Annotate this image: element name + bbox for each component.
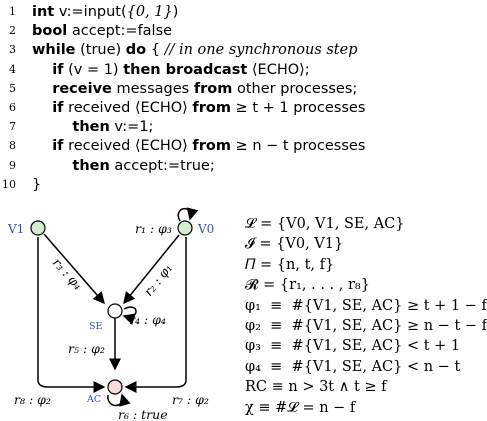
line-number: 4 (9, 62, 16, 76)
line-number: 9 (9, 158, 16, 172)
edge-label-r4: r₄ : φ₄ (129, 312, 166, 327)
code-token: (v = 1) (63, 61, 124, 78)
line-number: 2 (9, 24, 16, 38)
code-line: 8 if received ⟨ECHO⟩ from ≥ n − t proces… (0, 135, 474, 157)
node-ac (107, 379, 123, 395)
code-token: // in one synchronous step (164, 42, 358, 59)
code-token: accept:=true; (109, 157, 215, 174)
code-token: then (32, 157, 110, 174)
code-token: do (125, 42, 147, 59)
node-label-se: SE (89, 321, 103, 332)
node-v1 (30, 220, 46, 236)
definition-line: φ₁ ≡ #{V1, SE, AC} ≥ t + 1 − f (245, 297, 487, 314)
definition-line: RC ≡ n > 3t ∧ t ≥ f (245, 379, 387, 396)
code-token: v:=input( (54, 4, 127, 20)
code-line: 5 receive messages from other processes; (0, 78, 474, 100)
definition-line: φ₂ ≡ #{V1, SE, AC} ≥ n − t − f (245, 318, 487, 334)
loop-se (122, 306, 137, 325)
line-number: 1 (9, 5, 16, 18)
definition-line: χ ≡ #𝓛 = n − f (245, 399, 356, 416)
line-number: 8 (9, 139, 16, 153)
edge-v1-ac (37, 237, 106, 393)
line-number: 6 (9, 101, 16, 114)
code-token: received ⟨ECHO⟩ (63, 138, 193, 155)
definition-line: 𝓛 = {V0, V1, SE, AC} (245, 216, 405, 232)
node-v0 (177, 220, 193, 236)
code-token: while (32, 42, 76, 59)
code-token: accept:=false (67, 23, 173, 40)
threshold-automaton-diagram: V1 V0 SE AC r₁ : φ₃ r₂ : φ₁ r₃ : φ₄ r₄ :… (7, 207, 214, 421)
code-token: int (32, 4, 55, 20)
node-label-ac: AC (86, 394, 101, 405)
code-token: messages (111, 80, 194, 97)
code-token: {0, 1} (126, 4, 173, 20)
edge-v1-se (43, 233, 105, 305)
code-token: then broadcast (123, 61, 248, 78)
line-number: 7 (9, 120, 16, 134)
code-token: ) (172, 4, 179, 20)
code-token: from (193, 80, 233, 97)
code-text: then v:=1; (32, 116, 153, 138)
code-line: 10} (0, 174, 474, 196)
code-token: if (32, 100, 64, 116)
code-text: if received ⟨ECHO⟩ from ≥ t + 1 processe… (32, 97, 365, 119)
code-token: if (32, 138, 64, 155)
definition-line: 𝛱 = {n, t, f} (245, 256, 335, 273)
code-text: } (32, 174, 41, 196)
code-line: 4 if (v = 1) then broadcast ⟨ECHO⟩; (0, 59, 474, 81)
edge-label-r6: r₆ : true (118, 407, 168, 421)
code-token: (true) (75, 42, 126, 59)
definition-line: φ₄ ≡ #{V1, SE, AC} < n − t (245, 358, 461, 375)
code-line: 9 then accept:=true; (0, 155, 474, 177)
edge-label-r2: r₂ : φ₁ (141, 261, 176, 299)
node-label-v0: V0 (197, 222, 214, 236)
code-token: v:=1; (109, 119, 154, 136)
loop-v0 (177, 207, 199, 222)
edge-v0-ac (124, 237, 187, 393)
definition-line: φ₃ ≡ #{V1, SE, AC} < t + 1 (245, 338, 461, 355)
code-line: 3 while (true) do { // in one synchronous… (0, 39, 474, 61)
code-text: receive messages from other processes; (32, 78, 357, 100)
code-text: then accept:=true; (32, 155, 215, 177)
code-token: ≥ t + 1 processes (230, 100, 366, 116)
edge-label-r8: r₈ : φ₂ (14, 392, 51, 407)
code-text: if (v = 1) then broadcast ⟨ECHO⟩; (32, 59, 310, 81)
code-token: if (32, 61, 64, 78)
definition-line: 𝓘 = {V0, V1} (245, 236, 344, 253)
code-token: ≥ n − t processes (230, 138, 366, 155)
code-text: bool accept:=false (32, 20, 172, 42)
code-token: } (32, 176, 42, 193)
node-label-v1: V1 (7, 222, 24, 236)
code-line: 1 int v:=input({0, 1}) (0, 1, 474, 23)
code-token: other processes; (232, 80, 358, 97)
code-token: from (192, 138, 231, 155)
loop-ac (107, 393, 131, 407)
code-token: { (146, 42, 165, 59)
code-text: int v:=input({0, 1}) (32, 1, 178, 23)
line-number: 5 (9, 81, 16, 95)
code-text: while (true) do { // in one synchronous … (32, 39, 358, 61)
code-token: from (192, 100, 231, 116)
node-se (107, 303, 123, 319)
code-token: ⟨ECHO⟩; (247, 61, 310, 78)
code-token: received ⟨ECHO⟩ (63, 100, 193, 116)
edge-v0-se (123, 234, 180, 305)
code-token: receive (32, 80, 112, 97)
code-line: 2 bool accept:=false (0, 20, 474, 42)
code-token: then (32, 119, 110, 136)
definition-line: 𝓡 = {r₁, . . . , r₈} (245, 277, 370, 294)
edge-label-r7: r₇ : φ₂ (172, 392, 209, 407)
edge-label-r1: r₁ : φ₃ (135, 221, 172, 236)
code-text: if received ⟨ECHO⟩ from ≥ n − t processe… (32, 135, 365, 157)
code-line: 6 if received ⟨ECHO⟩ from ≥ t + 1 proces… (0, 97, 474, 119)
edge-label-r5: r₅ : φ₂ (68, 341, 105, 356)
line-number: 10 (2, 177, 16, 191)
line-number: 3 (9, 43, 16, 57)
code-token: bool (32, 23, 68, 40)
code-line: 7 then v:=1; (0, 116, 474, 138)
